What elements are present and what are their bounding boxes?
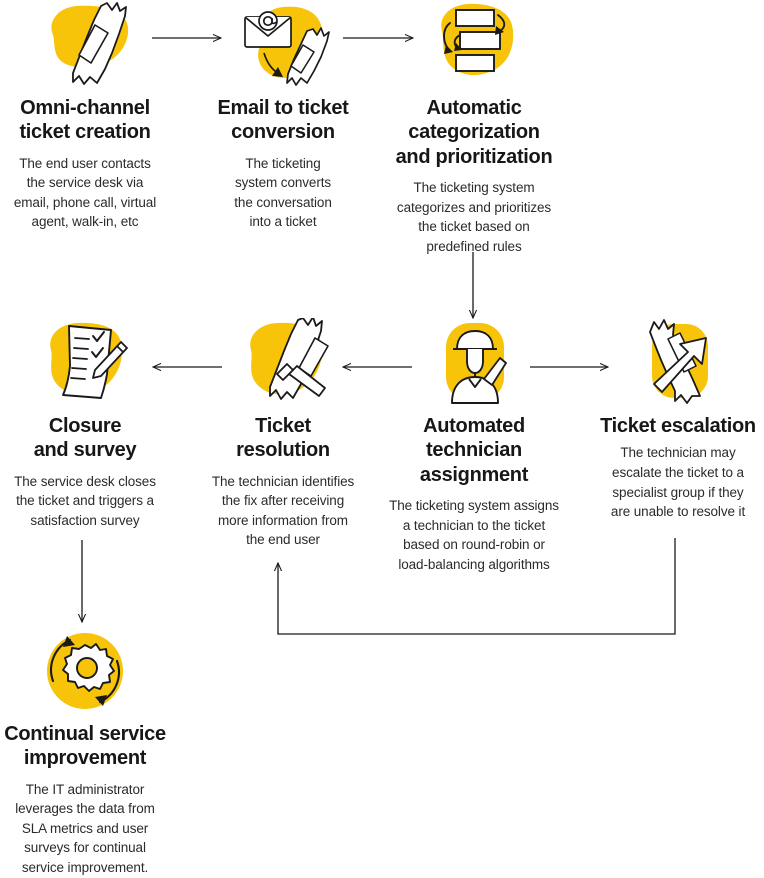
node-title: Automated technician assignment xyxy=(419,415,529,486)
node-ticket-escalation: Ticket escalation The technician may esc… xyxy=(592,318,764,522)
node-automatic-categorization-and-prioritization: Automatic categorization and prioritizat… xyxy=(386,0,562,256)
technician-icon xyxy=(386,318,562,408)
node-title: Ticket escalation xyxy=(600,415,756,437)
email-to-ticket-icon xyxy=(198,0,368,90)
node-ticket-resolution: Ticket resolution The technician identif… xyxy=(198,318,368,550)
node-description: The technician may escalate the ticket t… xyxy=(610,445,746,520)
node-automated-technician-assignment: Automated technician assignment The tick… xyxy=(386,318,562,574)
node-description: The ticketing system categorizes and pri… xyxy=(396,180,552,254)
node-continual-service-improvement: Continual service improvement The IT adm… xyxy=(0,626,170,878)
ticket-wrench-icon xyxy=(198,318,368,408)
ticket-escalation-icon xyxy=(592,318,764,408)
node-description: The service desk closes the ticket and t… xyxy=(14,473,156,528)
node-title: Ticket resolution xyxy=(236,415,330,462)
node-omni-channel-ticket-creation: Omni-channel ticket creation The end use… xyxy=(0,0,170,232)
checklist-pencil-icon xyxy=(0,318,170,408)
node-description: The ticketing system converts the conver… xyxy=(234,155,332,230)
node-title: Omni-channel ticket creation xyxy=(19,97,151,144)
categorization-icon xyxy=(386,0,562,90)
gear-cycle-icon xyxy=(0,626,170,716)
node-title: Automatic categorization and prioritizat… xyxy=(395,97,553,168)
node-title: Continual service improvement xyxy=(4,723,166,770)
node-closure-and-survey: Closure and survey The service desk clos… xyxy=(0,318,170,530)
node-description: The IT administrator leverages the data … xyxy=(15,781,155,876)
node-title: Closure and survey xyxy=(33,415,137,462)
node-email-to-ticket-conversion: Email to ticket conversion The ticketing… xyxy=(198,0,368,232)
node-description: The technician identifies the fix after … xyxy=(211,473,355,548)
node-title: Email to ticket conversion xyxy=(217,97,349,144)
node-description: The ticketing system assigns a technicia… xyxy=(389,498,559,572)
ticket-icon xyxy=(0,0,170,90)
node-description: The end user contacts the service desk v… xyxy=(13,155,157,230)
